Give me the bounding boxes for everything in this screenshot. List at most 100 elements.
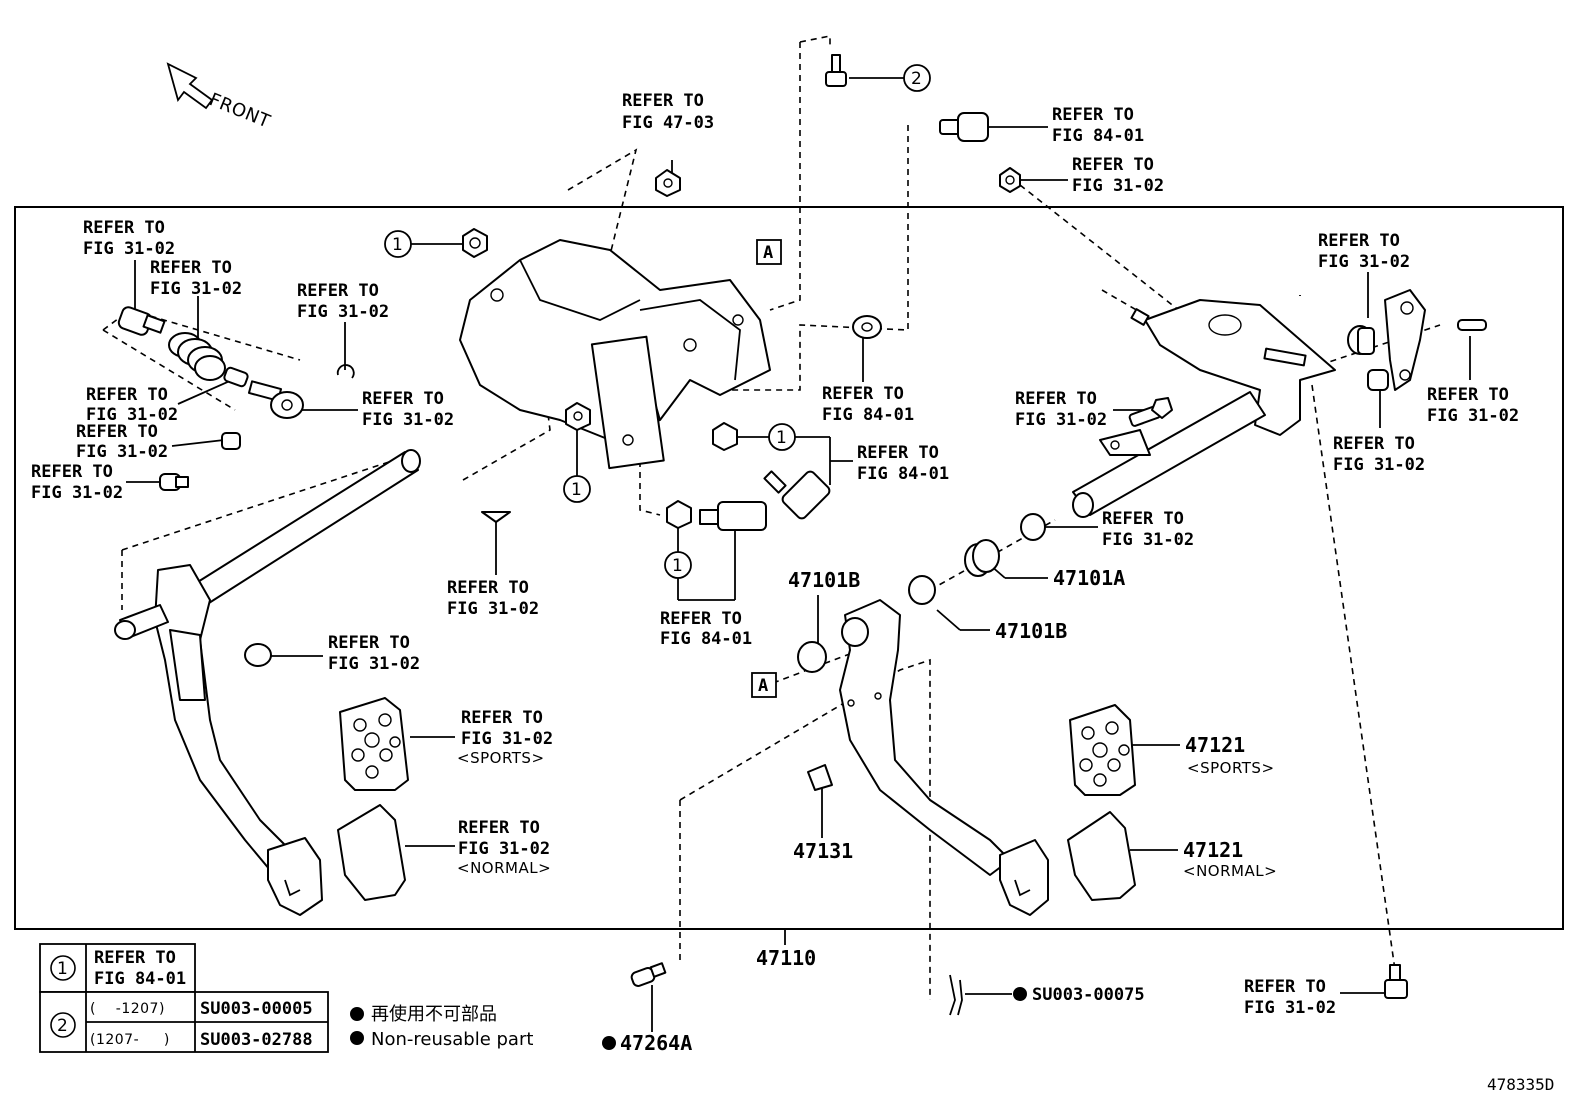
- svg-text:2: 2: [57, 1016, 68, 1036]
- svg-text:REFER TO: REFER TO: [328, 633, 410, 653]
- svg-text:1: 1: [672, 556, 683, 576]
- svg-text:FIG 31-02: FIG 31-02: [461, 729, 553, 749]
- svg-text:REFER TO: REFER TO: [94, 948, 176, 968]
- svg-text:REFER TO: REFER TO: [1052, 105, 1134, 125]
- svg-text:REFER TO: REFER TO: [1244, 977, 1326, 997]
- svg-text:FIG 31-02: FIG 31-02: [1072, 176, 1164, 196]
- pedal-bracket: [459, 239, 771, 470]
- shaft-tube: [1072, 391, 1266, 518]
- svg-text:FIG 84-01: FIG 84-01: [822, 405, 914, 425]
- pedal-pad-normal-icon: [1067, 811, 1136, 901]
- svg-text:<NORMAL>: <NORMAL>: [457, 859, 551, 877]
- part-number-47101B: 47101B: [995, 619, 1067, 643]
- svg-text:1: 1: [571, 480, 582, 500]
- svg-text:47121: 47121: [1183, 838, 1243, 862]
- ref-label-fig8401-low: REFER TO FIG 84-01: [660, 609, 752, 649]
- ref-label-right-bush: REFER TO FIG 31-02: [1333, 434, 1425, 475]
- svg-text:<SPORTS>: <SPORTS>: [457, 749, 545, 767]
- svg-text:REFER TO: REFER TO: [1318, 231, 1400, 251]
- frame-a-box: [751, 672, 777, 698]
- ref-label-fig3102-top: REFER TO FIG 31-02: [1072, 155, 1164, 196]
- svg-text:SU003-00075: SU003-00075: [1032, 985, 1145, 1005]
- callout-1: 1: [664, 551, 692, 579]
- stop-lamp-switch-icon: [939, 112, 989, 142]
- svg-text:(1207- ): (1207- ): [90, 1032, 170, 1048]
- ref-label-left-5: REFER TO FIG 31-02: [86, 385, 178, 425]
- clip-pin-icon: [949, 974, 963, 1016]
- ref-label-left-6: REFER TO FIG 31-02: [76, 422, 168, 462]
- part-number-47131: 47131: [793, 839, 853, 863]
- e-clip-icon: [336, 364, 355, 379]
- callout-1: 1: [768, 423, 796, 451]
- ref-label-bolt-right: REFER TO FIG 31-02: [1015, 389, 1107, 430]
- svg-text:<NORMAL>: <NORMAL>: [1183, 862, 1277, 880]
- svg-text:再使用不可部品: 再使用不可部品: [371, 1004, 497, 1025]
- svg-text:FIG 31-02: FIG 31-02: [328, 654, 420, 674]
- part-number-47101A: 47101A: [1053, 566, 1125, 590]
- svg-text:SU003-00005: SU003-00005: [200, 999, 313, 1019]
- svg-text:FIG 31-02: FIG 31-02: [447, 599, 539, 619]
- ref-label-fig8401-top: REFER TO FIG 84-01: [1052, 105, 1144, 146]
- part-number-47110: 47110: [756, 946, 816, 970]
- sensor-icon: [712, 422, 831, 520]
- svg-text:REFER TO: REFER TO: [458, 818, 540, 838]
- front-arrow-icon: [166, 62, 214, 110]
- svg-text:REFER TO: REFER TO: [857, 443, 939, 463]
- svg-text:FIG 84-01: FIG 84-01: [660, 629, 752, 649]
- svg-text:FIG 47-03: FIG 47-03: [622, 113, 714, 133]
- svg-text:SU003-02788: SU003-02788: [200, 1030, 313, 1050]
- svg-text:FIG 31-02: FIG 31-02: [1102, 530, 1194, 550]
- ref-label-pad-sports: REFER TO FIG 31-02 <SPORTS>: [457, 708, 553, 767]
- svg-text:REFER TO: REFER TO: [461, 708, 543, 728]
- svg-text:REFER TO: REFER TO: [822, 384, 904, 404]
- svg-text:FIG 31-02: FIG 31-02: [297, 302, 389, 322]
- ref-label-bracket-pin: REFER TO FIG 31-02: [447, 578, 539, 619]
- legend-table: 1 REFER TO FIG 84-01 2 ( -1207) SU003-00…: [39, 943, 329, 1053]
- clip-icon: [481, 511, 511, 523]
- svg-text:FIG 84-01: FIG 84-01: [857, 464, 949, 484]
- spring-icon: [964, 539, 1000, 577]
- clutch-pedal-arm: [114, 564, 323, 916]
- bushing-icon: [797, 641, 827, 673]
- ref-label-fig8401-mid: REFER TO FIG 84-01: [822, 384, 914, 425]
- ref-label-stop: REFER TO FIG 31-02: [328, 633, 420, 674]
- bolt-icon: [825, 54, 847, 87]
- svg-text:1: 1: [57, 959, 68, 979]
- pedal-support: [1130, 299, 1336, 436]
- ref-label-left-2: REFER TO FIG 31-02: [150, 258, 242, 299]
- nut-icon: [655, 169, 681, 197]
- clevis-icon: [247, 380, 304, 419]
- ref-label-pad-normal: REFER TO FIG 31-02 <NORMAL>: [457, 818, 551, 877]
- assembly-frame: [14, 206, 1564, 930]
- brake-pedal-arm: [839, 599, 1049, 916]
- bracket-clip-icon: [1099, 429, 1151, 456]
- ref-label-left-7: REFER TO FIG 31-02: [31, 462, 123, 503]
- ref-label-right-pin: REFER TO FIG 31-02: [1427, 385, 1519, 426]
- nut-icon: [999, 167, 1021, 193]
- svg-text:REFER TO: REFER TO: [1072, 155, 1154, 175]
- sensor-icon: [666, 500, 767, 531]
- bushing-icon: [221, 432, 241, 450]
- svg-text:FIG 31-02: FIG 31-02: [86, 405, 178, 425]
- svg-text:<SPORTS>: <SPORTS>: [1187, 759, 1275, 777]
- svg-text:( -1207): ( -1207): [90, 1001, 165, 1017]
- svg-text:FIG 84-01: FIG 84-01: [1052, 126, 1144, 146]
- svg-text:REFER TO: REFER TO: [1427, 385, 1509, 405]
- svg-text:REFER TO: REFER TO: [150, 258, 232, 278]
- pin-icon: [1457, 319, 1487, 331]
- front-label: FRONT: [206, 89, 274, 133]
- non-reusable-note: 再使用不可部品 Non-reusable part: [350, 1004, 533, 1050]
- svg-text:REFER TO: REFER TO: [1333, 434, 1415, 454]
- ref-label-right-top: REFER TO FIG 31-02: [1318, 231, 1410, 272]
- svg-text:FIG 31-02: FIG 31-02: [1333, 455, 1425, 475]
- svg-text:FIG 84-01: FIG 84-01: [94, 969, 186, 989]
- ref-label-left-3: REFER TO FIG 31-02: [297, 281, 389, 322]
- svg-text:REFER TO: REFER TO: [1102, 509, 1184, 529]
- svg-text:47121: 47121: [1185, 733, 1245, 757]
- bushing-icon: [1020, 513, 1046, 541]
- bolt-icon: [1128, 397, 1173, 427]
- svg-text:REFER TO: REFER TO: [622, 91, 704, 111]
- svg-text:REFER TO: REFER TO: [86, 385, 168, 405]
- svg-text:REFER TO: REFER TO: [83, 218, 165, 238]
